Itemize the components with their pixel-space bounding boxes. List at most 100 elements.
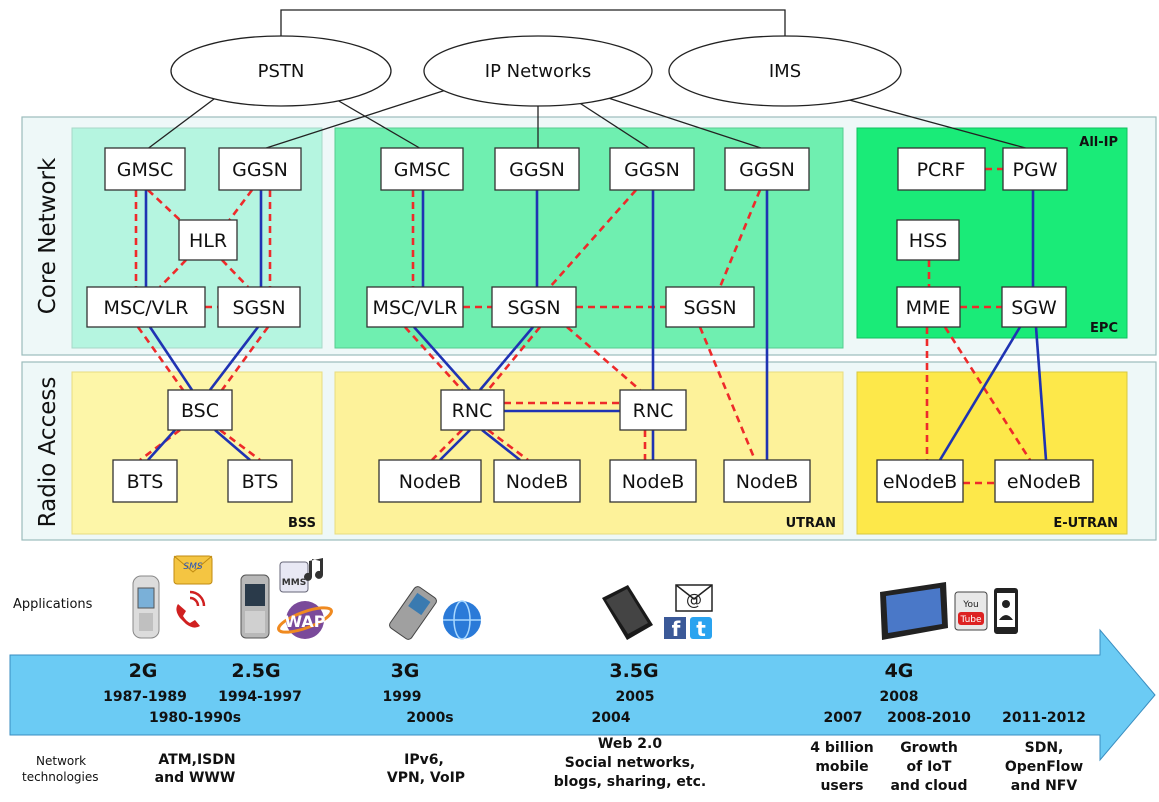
svg-text:BTS: BTS [242,471,279,493]
gen-4g: 4G [885,660,914,682]
node-gsm-hlr: HLR [178,219,238,261]
bss-label: BSS [288,516,316,531]
svg-text:f: f [672,617,681,641]
icon-video-call [994,588,1018,634]
node-umts-msc: MSC/VLR [366,286,464,328]
svg-text:MSC/VLR: MSC/VLR [373,297,458,319]
year-2004: 2004 [592,710,631,726]
ims-cloud: IMS [668,35,902,107]
svg-text:MMS: MMS [282,578,306,588]
allip-label: All-IP [1079,135,1118,150]
svg-text:eNodeB: eNodeB [1007,471,1081,493]
node-enodeb-1: eNodeB [876,459,964,503]
node-umts-sgsn-1: SGSN [491,286,577,328]
svg-text:WAP: WAP [284,612,325,631]
svg-text:RNC: RNC [633,400,674,422]
svg-text:NodeB: NodeB [506,471,569,493]
icon-wap: WAP [277,601,333,639]
radio-access-label: Radio Access [35,377,61,528]
node-rnc-1: RNC [440,389,505,431]
svg-text:PCRF: PCRF [917,159,966,181]
cloud-links [145,79,1034,151]
icon-smartphone [602,585,653,640]
ims-label: IMS [769,61,801,82]
node-pcrf: PCRF [897,147,986,191]
gen-2g: 2G [129,660,158,682]
node-bsc: BSC [167,389,233,431]
svg-text:PGW: PGW [1013,159,1058,181]
svg-text:mobile: mobile [815,759,868,775]
svg-text:GMSC: GMSC [117,159,173,181]
utran-radio-panel [334,371,844,535]
network-tech-label-1: Network [36,754,86,768]
svg-text:You: You [962,600,979,610]
icon-sms: SMS [173,555,213,585]
year-1980: 1980-1990s [149,710,241,726]
year-2000s: 2000s [406,710,453,726]
svg-text:MME: MME [906,297,951,319]
node-umts-gmsc: GMSC [380,147,464,191]
icon-tablet [880,582,948,640]
ip-networks-cloud: IP Networks [423,35,653,107]
svg-text:Growth: Growth [900,740,958,756]
eutran-label: E-UTRAN [1053,516,1118,531]
pstn-cloud: PSTN [170,35,392,107]
node-umts-sgsn-2: SGSN [665,286,755,328]
svg-text:GGSN: GGSN [232,159,288,181]
svg-text:NodeB: NodeB [399,471,462,493]
year-1994: 1994-1997 [218,689,302,705]
svg-text:and NFV: and NFV [1011,778,1078,794]
year-2008: 2008 [880,689,919,705]
year-1999: 1999 [383,689,422,705]
svg-text:GGSN: GGSN [624,159,680,181]
node-pgw: PGW [1002,147,1068,191]
svg-text:Social networks,: Social networks, [565,755,696,771]
svg-text:SGSN: SGSN [683,297,736,319]
year-1987: 1987-1989 [103,689,187,705]
node-gsm-sgsn: SGSN [217,286,301,328]
node-umts-ggsn-1: GGSN [494,147,580,191]
svg-text:eNodeB: eNodeB [883,471,957,493]
svg-text:blogs, sharing, etc.: blogs, sharing, etc. [554,774,706,790]
svg-text:SMS: SMS [183,562,202,572]
icon-2g-phone [132,575,160,639]
icon-3g-phone [389,586,437,640]
node-hss: HSS [896,219,960,261]
svg-text:Web 2.0: Web 2.0 [598,736,662,752]
svg-text:HSS: HSS [909,230,947,252]
applications-label: Applications [13,597,93,612]
node-bts-2: BTS [227,459,293,503]
node-nodeb-2: NodeB [493,459,581,503]
pstn-label: PSTN [258,61,305,82]
year-2005: 2005 [616,689,655,705]
node-nodeb-3: NodeB [609,459,697,503]
icon-facebook: f [664,617,686,641]
svg-text:and WWW: and WWW [155,770,236,786]
svg-text:RNC: RNC [452,400,493,422]
svg-text:of IoT: of IoT [907,759,952,775]
icon-phone-call [176,590,206,628]
blue-links [144,190,1048,462]
svg-text:and cloud: and cloud [890,778,967,794]
svg-text:SGW: SGW [1011,297,1057,319]
node-nodeb-1: NodeB [378,459,482,503]
svg-text:SDN,: SDN, [1025,740,1064,756]
svg-text:SGSN: SGSN [232,297,285,319]
node-umts-ggsn-2: GGSN [609,147,695,191]
tech-ipv6: IPv6, VPN, VoIP [387,752,465,786]
svg-text:OpenFlow: OpenFlow [1005,759,1083,775]
svg-text:t: t [696,617,706,641]
year-2011-2012: 2011-2012 [1002,710,1086,726]
node-enodeb-2: eNodeB [994,459,1094,503]
utran-label: UTRAN [786,516,836,531]
icon-youtube: You Tube [954,591,988,631]
svg-text:4 billion: 4 billion [810,740,873,756]
year-2007: 2007 [824,710,863,726]
svg-text:GGSN: GGSN [509,159,565,181]
network-tech-label-2: technologies [22,770,99,784]
svg-text:ATM,ISDN: ATM,ISDN [158,752,235,768]
tech-atm: ATM,ISDN and WWW [155,752,236,786]
svg-text:VPN, VoIP: VPN, VoIP [387,770,465,786]
svg-text:MSC/VLR: MSC/VLR [104,297,189,319]
